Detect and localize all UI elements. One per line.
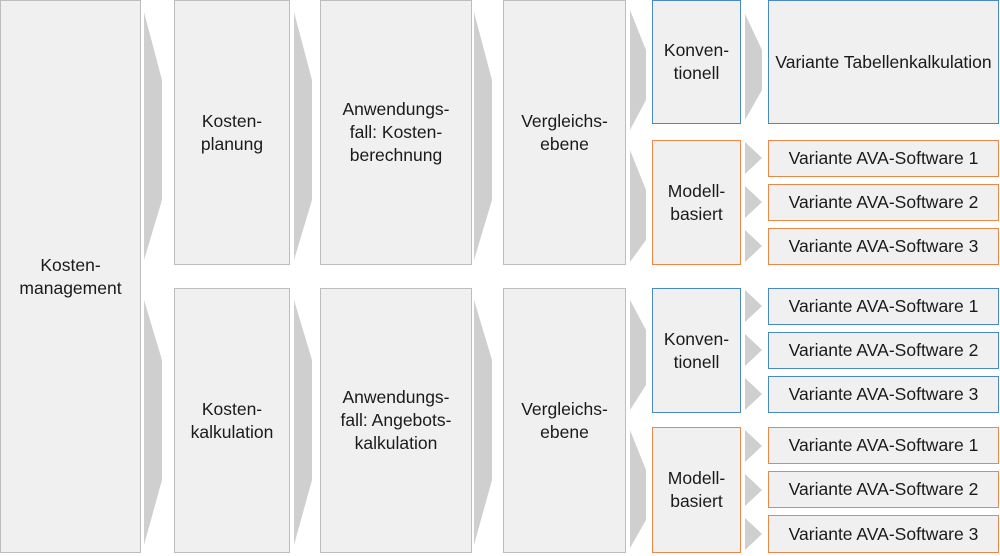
node-variant-ava-software: Variante AVA-Software 3 bbox=[768, 515, 999, 553]
node-comparison-level: Vergleichs- ebene bbox=[503, 0, 626, 265]
node-comparison-level: Vergleichs- ebene bbox=[503, 288, 626, 553]
node-variant-ava-software: Variante AVA-Software 1 bbox=[768, 427, 999, 464]
node-variant-ava-software: Variante AVA-Software 2 bbox=[768, 471, 999, 508]
arrow-chevron bbox=[745, 230, 762, 262]
node-variant-ava-software: Variante AVA-Software 2 bbox=[768, 184, 999, 221]
node-label: Variante AVA-Software 3 bbox=[788, 523, 979, 544]
arrow-chevron bbox=[745, 142, 762, 174]
node-label: Variante AVA-Software 3 bbox=[788, 236, 979, 257]
node-usecase-angebotskalkulation: Anwendungs- fall: Angebots- kalkulation bbox=[320, 288, 472, 553]
arrow-chevron bbox=[630, 150, 646, 262]
node-label: Variante AVA-Software 1 bbox=[788, 435, 979, 456]
node-group-modellbasiert: Modell- basiert bbox=[652, 140, 741, 265]
node-phase-kostenplanung: Kosten- planung bbox=[174, 0, 290, 265]
arrow-chevron bbox=[745, 474, 762, 506]
node-variant-ava-software: Variante AVA-Software 3 bbox=[768, 228, 999, 265]
arrow-chevron bbox=[630, 300, 646, 410]
arrow-chevron bbox=[745, 290, 762, 322]
node-label: Kosten- management bbox=[19, 254, 122, 298]
arrow-chevron bbox=[294, 12, 312, 260]
node-label: Konven- tionell bbox=[663, 40, 730, 83]
arrow-chevron bbox=[294, 300, 312, 545]
node-label: Kosten- kalkulation bbox=[190, 398, 274, 442]
node-label: Kosten- planung bbox=[200, 110, 264, 154]
node-label: Variante AVA-Software 2 bbox=[788, 192, 979, 213]
node-label: Variante AVA-Software 2 bbox=[788, 479, 979, 500]
node-label: Modell- basiert bbox=[667, 468, 726, 511]
arrow-chevron bbox=[745, 14, 762, 120]
node-label: Vergleichs- ebene bbox=[521, 110, 608, 154]
node-variant-ava-software: Variante AVA-Software 1 bbox=[768, 140, 999, 177]
node-label: Variante Tabellenkalkulation bbox=[775, 51, 992, 72]
node-label: Variante AVA-Software 2 bbox=[788, 340, 979, 361]
arrow-chevron bbox=[745, 430, 762, 462]
node-variant-ava-software: Variante AVA-Software 2 bbox=[768, 332, 999, 369]
arrow-chevron bbox=[474, 300, 492, 545]
node-variant-ava-software: Variante AVA-Software 3 bbox=[768, 376, 999, 413]
node-label: Anwendungs- fall: Kosten- berechnung bbox=[342, 99, 450, 165]
arrow-chevron bbox=[630, 430, 646, 548]
node-label: Konven- tionell bbox=[663, 328, 730, 372]
node-usecase-kostenberechnung: Anwendungs- fall: Kosten- berechnung bbox=[320, 0, 472, 265]
node-label: Variante AVA-Software 3 bbox=[788, 384, 979, 405]
arrow-chevron bbox=[474, 12, 492, 260]
arrow-chevron bbox=[630, 10, 646, 130]
node-label: Modell- basiert bbox=[667, 180, 726, 224]
node-label: Variante AVA-Software 1 bbox=[788, 148, 979, 169]
node-label: Variante AVA-Software 1 bbox=[788, 296, 979, 317]
node-kostenmanagement: Kosten- management bbox=[0, 0, 141, 553]
node-group-konventionell: Konven- tionell bbox=[652, 288, 741, 413]
arrow-chevron bbox=[745, 334, 762, 366]
node-label: Anwendungs- fall: Angebots- kalkulation bbox=[340, 387, 452, 453]
node-variant-ava-software: Variante AVA-Software 1 bbox=[768, 288, 999, 325]
arrow-chevron bbox=[745, 378, 762, 410]
arrow-chevron bbox=[144, 300, 162, 545]
arrow-chevron bbox=[745, 186, 762, 218]
node-label: Vergleichs- ebene bbox=[521, 398, 608, 442]
node-variant-tabellenkalkulation: Variante Tabellenkalkulation bbox=[768, 0, 999, 124]
arrow-chevron bbox=[144, 12, 162, 260]
node-phase-kostenkalkulation: Kosten- kalkulation bbox=[174, 288, 290, 553]
arrow-chevron bbox=[745, 518, 762, 550]
node-group-konventionell: Konven- tionell bbox=[652, 0, 741, 124]
node-group-modellbasiert: Modell- basiert bbox=[652, 427, 741, 553]
